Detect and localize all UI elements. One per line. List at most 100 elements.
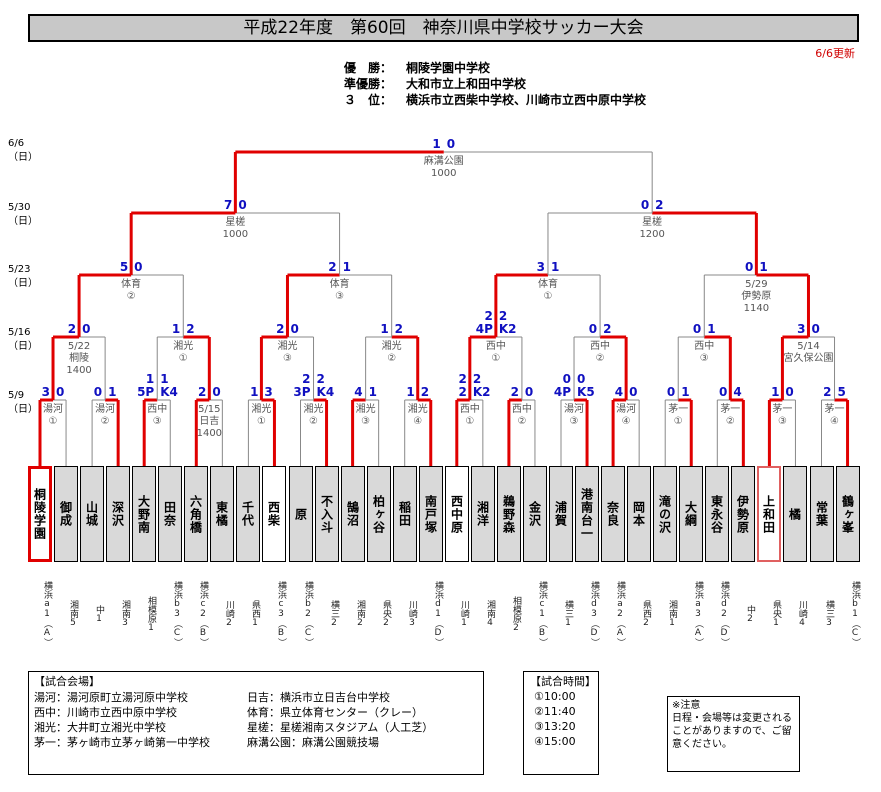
score-left: 1 [250, 385, 258, 399]
runner-label: 準優勝： [344, 77, 393, 91]
score-left: 0 [589, 322, 597, 336]
score-right: 0 [811, 322, 819, 336]
score-left: 2 [823, 385, 831, 399]
score-right: 1 [707, 322, 715, 336]
team-box: 桐陵学園 [28, 466, 52, 562]
team-box: 上和田 [757, 466, 781, 562]
team-district: 横三3 [824, 600, 834, 628]
score-right: 1 [343, 260, 351, 274]
score-pre-right: 2 [473, 372, 481, 386]
score-right: 0 [629, 385, 637, 399]
match-venue: 西中 [512, 402, 532, 415]
team-district: 横浜d3（D） [589, 581, 599, 647]
score-right: 5 [838, 385, 846, 399]
score-left: 2 [458, 385, 466, 399]
score-left: 2 [68, 322, 76, 336]
team-box: 御成 [54, 466, 78, 562]
score-left: 5P [137, 385, 154, 399]
score-right: 2 [421, 385, 429, 399]
round-label-semi: 5/30（日） [8, 201, 38, 229]
notice-box: ※注意 日程・会場等は変更されることがありますので、ご留意ください。 [667, 696, 800, 772]
round-label-r1: 5/9（日） [8, 389, 38, 417]
team-district: 県西2 [641, 600, 651, 628]
team-district: 横浜d2（D） [719, 581, 729, 647]
match-slot: ② [387, 353, 396, 364]
score-left: 2 [198, 385, 206, 399]
venue-item: 体育：県立体育センター（クレー） [247, 706, 423, 719]
score-right: K2 [499, 322, 517, 336]
winner-name: 桐陵学園中学校 [406, 61, 491, 75]
match-slot: ③ [778, 416, 787, 427]
venue-legend-right: 日吉：横浜市立日吉台中学校 体育：県立体育センター（クレー） 星槎：星槎湘南スタ… [247, 690, 433, 750]
match-slot: 伊勢原 [741, 289, 771, 302]
match-slot: ③ [700, 353, 709, 364]
runner-name: 大和市立上和田中学校 [406, 77, 527, 91]
venue-item: 湯河：湯河原町立湯河原中学校 [34, 691, 188, 704]
match-times-header: 【試合時間】 [530, 675, 596, 688]
match-venue: 湘光 [304, 402, 324, 415]
team-district: 湘南3 [120, 600, 130, 628]
match-venue: 西中 [590, 339, 610, 352]
match-venue: 湘光 [408, 402, 428, 415]
score-left: 4P [476, 322, 493, 336]
team-box: 深沢 [106, 466, 130, 562]
match-venue: 湘光 [356, 402, 376, 415]
score-right: 0 [290, 322, 298, 336]
score-right: 0 [238, 198, 246, 212]
team-district: 横浜b2（C） [303, 581, 313, 647]
match-slot: ① [465, 416, 474, 427]
match-venue: 湘光 [251, 402, 271, 415]
match-venue: 茅一 [825, 403, 845, 415]
match-venue: 西中 [486, 339, 506, 352]
score-pre-left: 1 [146, 372, 154, 386]
match-slot: 1200 [639, 229, 664, 240]
team-district: 県西1 [250, 600, 260, 628]
score-left: 3 [797, 322, 805, 336]
time-item: ①10:00 [534, 690, 576, 703]
time-item: ④15:00 [534, 735, 576, 748]
score-pre-left: 2 [302, 372, 310, 386]
match-slot: ② [517, 416, 526, 427]
match-slot: ① [49, 416, 58, 427]
match-venue: 麻溝公園 [424, 154, 464, 167]
score-right: 2 [603, 322, 611, 336]
team-district: 横浜b1（C） [850, 581, 860, 647]
score-right: 4 [733, 385, 741, 399]
score-right: 0 [525, 385, 533, 399]
third-label: ３ 位： [344, 93, 393, 107]
match-slot: ② [596, 353, 605, 364]
score-right: 1 [108, 385, 116, 399]
round-day: （日） [8, 216, 38, 227]
match-venue: 5/29 [745, 279, 767, 290]
score-pre-right: 2 [499, 309, 507, 323]
score-left: 3P [293, 385, 310, 399]
winner-row: 優 勝：桐陵学園中学校 [344, 60, 646, 76]
team-box: 大綱 [679, 466, 703, 562]
team-district: 県央1 [771, 600, 781, 628]
team-district: 相模原1 [146, 595, 156, 633]
score-right: K4 [160, 385, 178, 399]
team-district: 湘南2 [355, 600, 365, 628]
score-left: 4 [615, 385, 623, 399]
team-district: 川崎3 [407, 600, 417, 628]
match-slot: 日吉 [199, 415, 219, 427]
notice-header: ※注意 [672, 700, 701, 711]
score-left: 1 [771, 385, 779, 399]
match-venue: 体育 [538, 277, 558, 290]
page-title: 平成22年度 第60回 神奈川県中学校サッカー大会 [28, 14, 859, 42]
match-venue: 茅一 [668, 403, 688, 415]
team-box: 鵜野森 [497, 466, 521, 562]
match-slot: ② [726, 416, 735, 427]
match-venue: 湘光 [382, 339, 402, 352]
team-box: 柏ヶ谷 [367, 466, 391, 562]
match-venue: 湯河 [564, 402, 584, 415]
score-right: 1 [759, 260, 767, 274]
score-left: 1 [380, 322, 388, 336]
score-right: 0 [212, 385, 220, 399]
round-day: （日） [8, 152, 38, 163]
team-box: 岡本 [627, 466, 651, 562]
third-names: 横浜市立西柴中学校、川崎市立西中原中学校 [406, 93, 647, 107]
venue-item: 湘光：大井町立湘光中学校 [34, 721, 166, 734]
round-day: （日） [8, 341, 38, 352]
